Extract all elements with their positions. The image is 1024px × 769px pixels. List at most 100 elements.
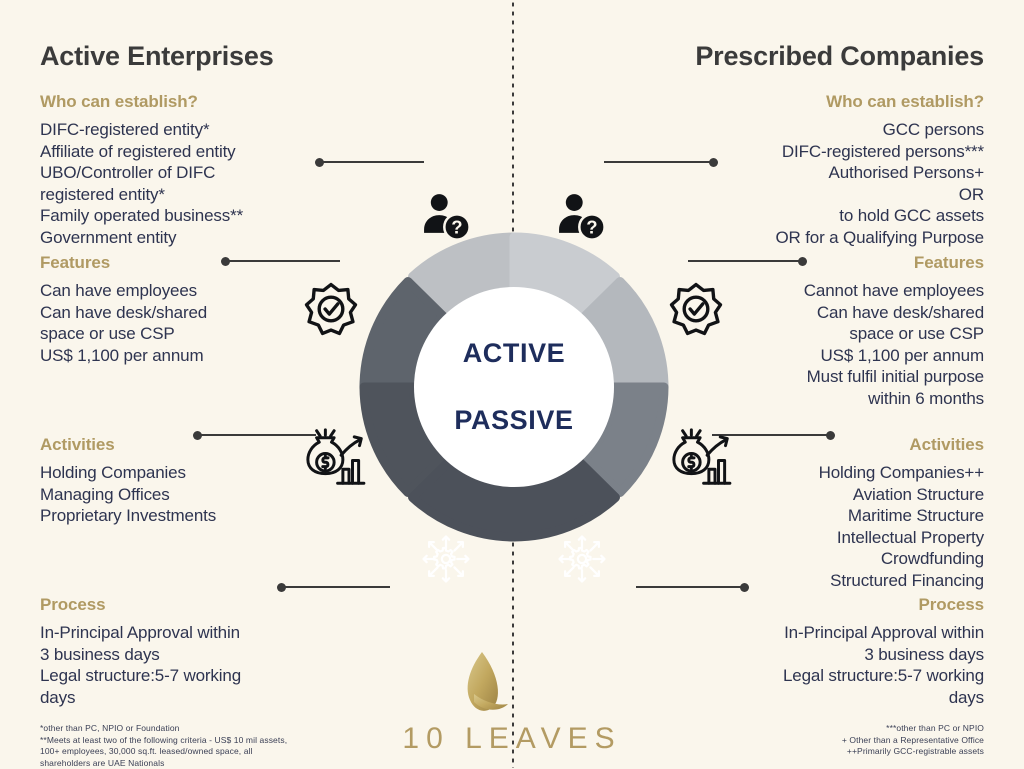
list-item: US$ 1,100 per annum — [40, 345, 207, 367]
connector-dot — [315, 158, 324, 167]
list-item: Managing Offices — [40, 484, 216, 506]
list-item: Aviation Structure — [819, 484, 984, 506]
user-question-icon: ? — [554, 189, 608, 243]
left-section-features: Features Can have employees Can have des… — [40, 253, 207, 366]
right-column-title: Prescribed Companies — [695, 41, 984, 72]
section-list: In-Principal Approval within 3 business … — [40, 622, 241, 708]
list-item: registered entity* — [40, 184, 243, 206]
connector-dot — [826, 431, 835, 440]
list-item: US$ 1,100 per annum — [804, 345, 984, 367]
list-item: Structured Financing — [819, 570, 984, 592]
list-item: Intellectual Property — [819, 527, 984, 549]
section-heading: Features — [40, 253, 207, 273]
right-footnotes: ***other than PC or NPIO + Other than a … — [724, 723, 984, 758]
list-item: OR for a Qualifying Purpose — [775, 227, 984, 249]
badge-check-icon — [304, 282, 358, 336]
footnote-item: **Meets at least two of the following cr… — [40, 735, 300, 769]
section-list: In-Principal Approval within 3 business … — [783, 622, 984, 708]
list-item: Family operated business** — [40, 205, 243, 227]
footnote-item: ***other than PC or NPIO — [724, 723, 984, 735]
gear-arrows-icon — [416, 529, 476, 589]
connector-right-features — [688, 260, 806, 262]
section-heading: Activities — [819, 435, 984, 455]
connector-left-who — [316, 161, 424, 163]
section-list: GCC persons DIFC-registered persons*** A… — [775, 119, 984, 248]
donut-center-hub: ACTIVE PASSIVE — [414, 287, 614, 487]
footnote-item: ++Primarily GCC-registrable assets — [724, 746, 984, 758]
list-item: DIFC-registered persons*** — [775, 141, 984, 163]
list-item: Legal structure:5-7 working — [783, 665, 984, 687]
left-footnotes: *other than PC, NPIO or Foundation **Mee… — [40, 723, 300, 769]
connector-dot — [709, 158, 718, 167]
user-question-icon: ? — [419, 189, 473, 243]
right-section-features: Features Cannot have employees Can have … — [804, 253, 984, 409]
money-growth-icon — [670, 429, 732, 485]
connector-dot — [740, 583, 749, 592]
list-item: GCC persons — [775, 119, 984, 141]
section-heading: Who can establish? — [40, 92, 243, 112]
left-section-who-can-establish: Who can establish? DIFC-registered entit… — [40, 92, 243, 248]
brand-logo: 10 LEAVES — [398, 650, 626, 760]
connector-dot — [798, 257, 807, 266]
list-item: space or use CSP — [804, 323, 984, 345]
connector-left-process — [278, 586, 390, 588]
badge-check-icon — [669, 282, 723, 336]
list-item: 3 business days — [783, 644, 984, 666]
section-heading: Activities — [40, 435, 216, 455]
connector-right-who — [604, 161, 717, 163]
svg-text:?: ? — [451, 217, 462, 238]
list-item: Government entity — [40, 227, 243, 249]
left-section-process: Process In-Principal Approval within 3 b… — [40, 595, 241, 708]
list-item: days — [783, 687, 984, 709]
list-item: UBO/Controller of DIFC — [40, 162, 243, 184]
connector-left-features — [222, 260, 340, 262]
connector-dot — [193, 431, 202, 440]
list-item: Cannot have employees — [804, 280, 984, 302]
svg-text:?: ? — [586, 217, 597, 238]
list-item: to hold GCC assets — [775, 205, 984, 227]
center-label-active: ACTIVE — [463, 338, 566, 369]
list-item: 3 business days — [40, 644, 241, 666]
list-item: space or use CSP — [40, 323, 207, 345]
footnote-item: + Other than a Representative Office — [724, 735, 984, 747]
list-item: OR — [775, 184, 984, 206]
list-item: Can have desk/shared — [40, 302, 207, 324]
list-item: Legal structure:5-7 working — [40, 665, 241, 687]
section-heading: Process — [783, 595, 984, 615]
section-list: Holding Companies Managing Offices Propr… — [40, 462, 216, 527]
connector-dot — [277, 583, 286, 592]
gear-arrows-icon — [552, 529, 612, 589]
list-item: In-Principal Approval within — [40, 622, 241, 644]
left-section-activities: Activities Holding Companies Managing Of… — [40, 435, 216, 527]
connector-dot — [221, 257, 230, 266]
section-list: Cannot have employees Can have desk/shar… — [804, 280, 984, 409]
list-item: Authorised Persons+ — [775, 162, 984, 184]
list-item: Maritime Structure — [819, 505, 984, 527]
connector-right-process — [636, 586, 748, 588]
right-section-process: Process In-Principal Approval within 3 b… — [783, 595, 984, 708]
list-item: Proprietary Investments — [40, 505, 216, 527]
list-item: Holding Companies++ — [819, 462, 984, 484]
connector-left-activities — [194, 434, 316, 436]
left-column-title: Active Enterprises — [40, 41, 274, 72]
list-item: Affiliate of registered entity — [40, 141, 243, 163]
footnote-item: *other than PC, NPIO or Foundation — [40, 723, 300, 735]
list-item: within 6 months — [804, 388, 984, 410]
section-list: DIFC-registered entity* Affiliate of reg… — [40, 119, 243, 248]
list-item: Can have employees — [40, 280, 207, 302]
section-heading: Features — [804, 253, 984, 273]
section-list: Holding Companies++ Aviation Structure M… — [819, 462, 984, 591]
list-item: days — [40, 687, 241, 709]
money-growth-icon — [304, 429, 366, 485]
list-item: DIFC-registered entity* — [40, 119, 243, 141]
section-list: Can have employees Can have desk/shared … — [40, 280, 207, 366]
list-item: Crowdfunding — [819, 548, 984, 570]
leaf-icon — [456, 650, 512, 728]
right-section-who-can-establish: Who can establish? GCC persons DIFC-regi… — [775, 92, 984, 248]
section-heading: Process — [40, 595, 241, 615]
section-heading: Who can establish? — [775, 92, 984, 112]
list-item: Holding Companies — [40, 462, 216, 484]
list-item: Can have desk/shared — [804, 302, 984, 324]
list-item: Must fulfil initial purpose — [804, 366, 984, 388]
